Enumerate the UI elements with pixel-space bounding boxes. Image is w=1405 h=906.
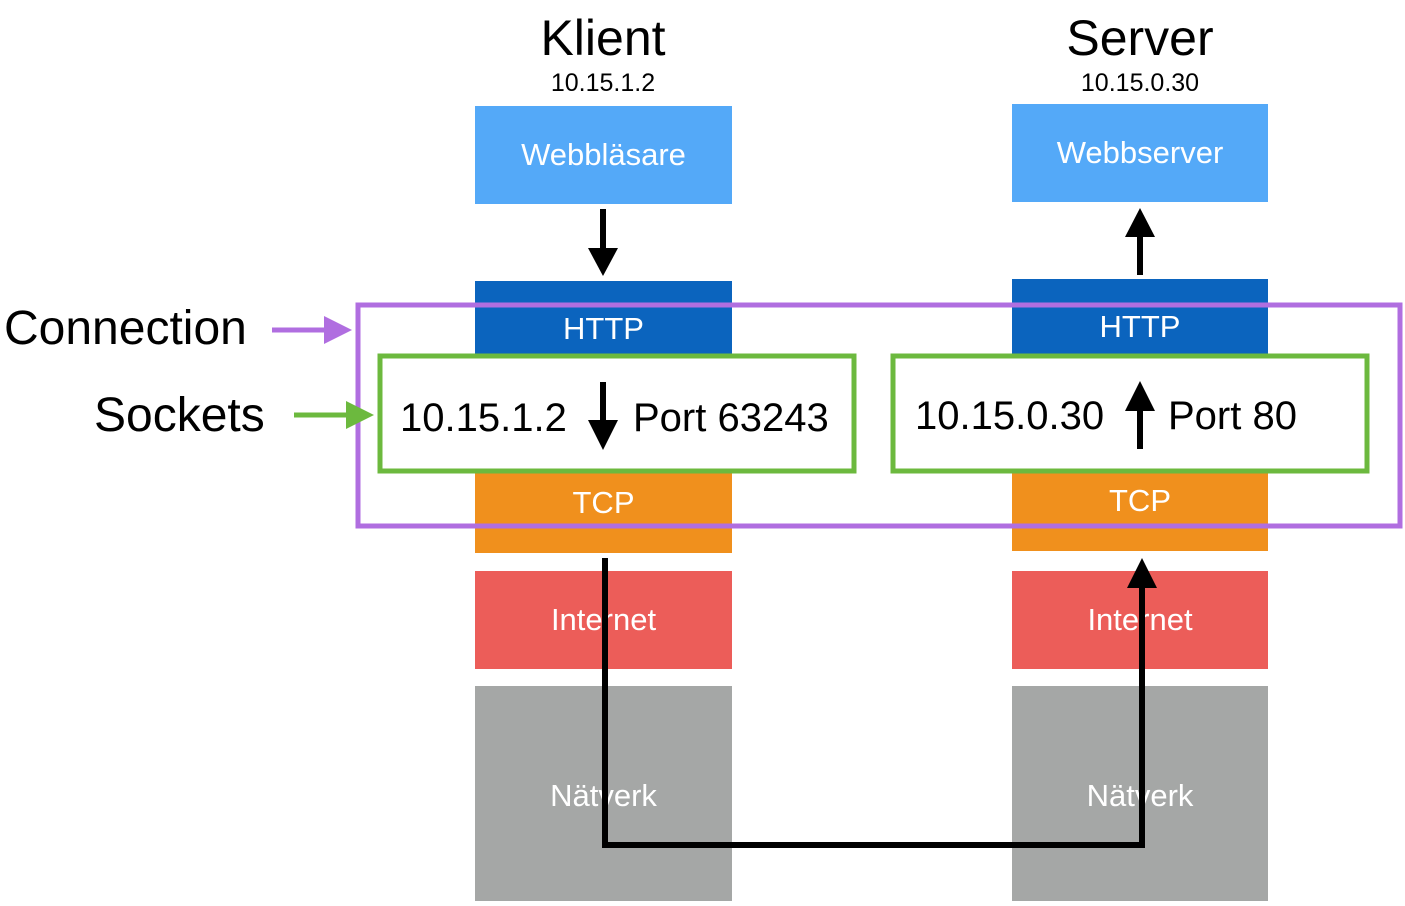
- client-app-to-http-arrow: [588, 209, 618, 276]
- server-socket-ip: 10.15.0.30: [915, 394, 1105, 438]
- server-http-layer-label: HTTP: [1099, 309, 1181, 344]
- client-title: Klient: [540, 10, 666, 66]
- client-app-layer: Webbläsare: [475, 106, 732, 204]
- client-app-layer-label: Webbläsare: [521, 137, 686, 172]
- client-socket-ip: 10.15.1.2: [400, 396, 567, 440]
- client-socket-port: Port 63243: [633, 396, 829, 440]
- client-internet-layer-label: Internet: [550, 602, 657, 637]
- server-ip: 10.15.0.30: [1080, 68, 1200, 97]
- connection-label: Connection: [4, 302, 247, 355]
- sockets-arrow: [294, 401, 374, 429]
- server-tcp-layer-label: TCP: [1109, 483, 1171, 518]
- client-network-layer: Nätverk: [475, 686, 732, 901]
- client-internet-layer: Internet: [475, 571, 732, 669]
- server-socket-port: Port 80: [1168, 394, 1297, 438]
- connection-arrow: [272, 316, 352, 344]
- client-network-layer-label: Nätverk: [550, 778, 657, 813]
- server-internet-layer-label: Internet: [1087, 602, 1193, 637]
- server-network-layer: Nätverk: [1012, 686, 1268, 901]
- sockets-label: Sockets: [94, 389, 265, 442]
- server-http-to-app-arrow: [1125, 208, 1155, 275]
- server-network-layer-label: Nätverk: [1086, 778, 1194, 813]
- client-ip: 10.15.1.2: [550, 68, 656, 97]
- server-title: Server: [1066, 10, 1214, 66]
- server-app-layer: Webbserver: [1012, 104, 1268, 202]
- client-http-layer-label: HTTP: [563, 311, 644, 346]
- server-app-layer-label: Webbserver: [1056, 135, 1224, 170]
- server-internet-layer: Internet: [1012, 571, 1268, 669]
- client-tcp-layer-label: TCP: [572, 485, 635, 520]
